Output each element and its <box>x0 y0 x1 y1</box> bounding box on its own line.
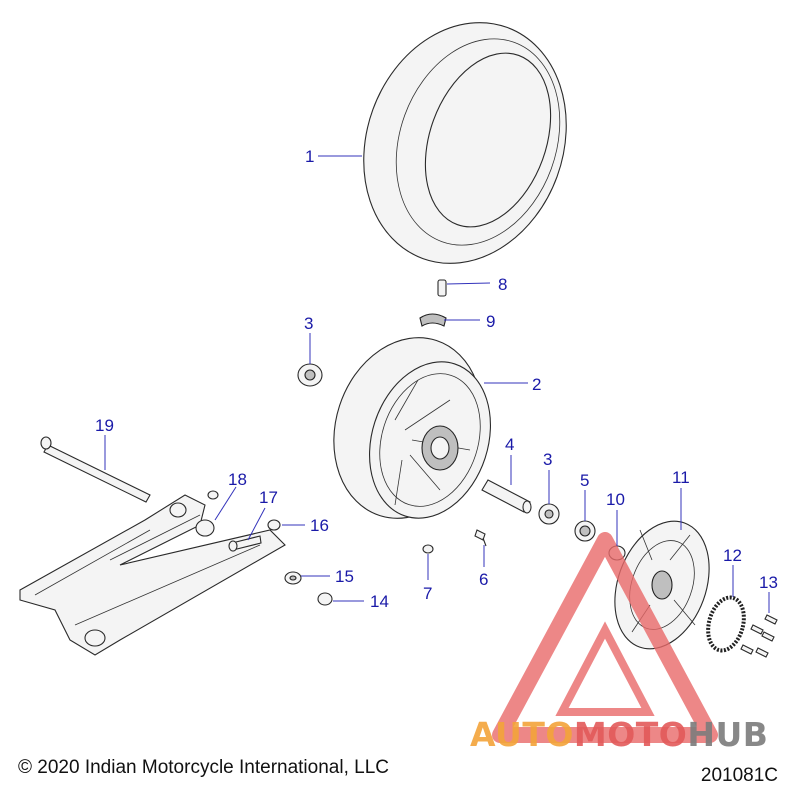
nut-14-drawing <box>317 592 333 606</box>
callout-13: 13 <box>759 573 778 592</box>
valve-cap-drawing <box>474 529 487 547</box>
valve-nut-drawing <box>422 544 434 554</box>
callout-1: 1 <box>305 147 314 166</box>
bolt-17-drawing <box>228 535 262 552</box>
callout-8: 8 <box>498 275 507 294</box>
callout-14: 14 <box>370 592 389 611</box>
abs-tone-ring-drawing <box>706 595 746 653</box>
callout-2: 2 <box>532 375 541 394</box>
callout-5: 5 <box>580 471 589 490</box>
spacer-drawing <box>481 479 532 514</box>
watermark-logo: AUTOMOTOHUB <box>470 715 768 754</box>
wheel-weight-drawing <box>419 313 447 327</box>
callout-17: 17 <box>259 488 278 507</box>
callout-4: 4 <box>505 435 514 454</box>
bearing-left-drawing <box>297 363 323 387</box>
callout-11: 11 <box>672 468 690 487</box>
callout-18: 18 <box>228 470 247 489</box>
leader-lines <box>104 155 770 613</box>
seal-drawing <box>574 520 596 542</box>
swingarm-drawing <box>19 494 286 656</box>
callout-9: 9 <box>486 312 495 331</box>
callout-15: 15 <box>335 567 354 586</box>
callout-19: 19 <box>95 416 114 435</box>
callout-12: 12 <box>723 546 742 565</box>
pivot-bushing-drawing <box>195 490 219 537</box>
rear-wheel-drawing <box>333 337 491 519</box>
watermark-part-c: HUB <box>687 715 769 754</box>
callout-7: 7 <box>423 584 432 603</box>
nut-16-drawing <box>267 519 281 531</box>
callout-3-left: 3 <box>304 314 313 333</box>
pivot-shaft-drawing <box>40 436 151 503</box>
watermark-part-b: MOTO <box>573 715 688 754</box>
callout-3-right: 3 <box>543 450 552 469</box>
tire-drawing <box>363 22 567 264</box>
washer-15-drawing <box>284 571 302 585</box>
bolts-drawing <box>740 614 778 658</box>
copyright-notice: © 2020 Indian Motorcycle International, … <box>18 757 389 778</box>
callout-10: 10 <box>606 490 625 509</box>
callout-6: 6 <box>479 570 488 589</box>
watermark-part-a: AUTO <box>470 715 574 754</box>
bearing-right-drawing <box>538 503 560 525</box>
valve-stem-drawing <box>437 279 447 297</box>
drawing-number: 201081C <box>700 765 778 786</box>
callout-16: 16 <box>310 516 329 535</box>
watermark-triangle <box>492 532 718 743</box>
part-labels: 1 2 3 3 4 5 6 7 8 9 10 11 12 13 14 15 16… <box>95 147 778 611</box>
